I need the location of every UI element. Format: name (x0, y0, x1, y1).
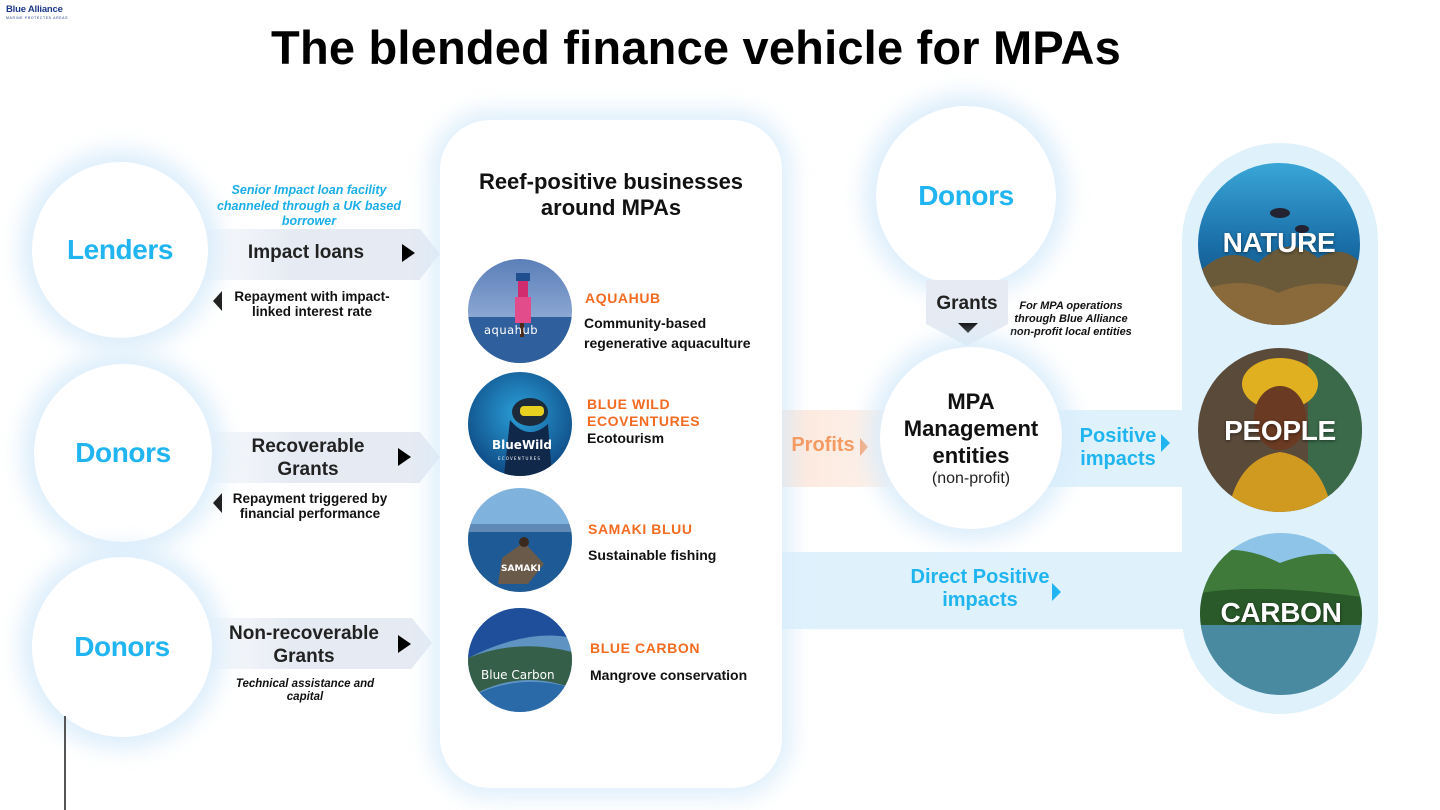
positive-impacts-arrow-icon (1161, 434, 1170, 452)
bluewild-name: BLUE WILD ECOVENTURES (587, 396, 701, 429)
blue-alliance-logo: Blue Alliance MARINE PROTECTED AREAS (6, 4, 76, 20)
non-recoverable-grants-band (210, 618, 412, 669)
grants-note: For MPA operations through Blue Alliance… (1010, 300, 1132, 338)
bluewild-photo-icon (468, 372, 572, 476)
mpa-subtitle: (non-profit) (931, 470, 1011, 487)
donors-non-recoverable-circle: Donors (32, 557, 212, 737)
donors-non-recoverable-label: Donors (74, 631, 170, 662)
non-recoverable-grants-label: Non-recoverable Grants (229, 623, 379, 667)
nature-reef-icon (1198, 163, 1360, 325)
people-label: PEOPLE (1224, 415, 1336, 446)
grants-label: Grants (936, 293, 998, 314)
mpa-management-circle: MPA Management entities (non-profit) (880, 347, 1062, 529)
profits-label: Profits (791, 434, 855, 456)
impact-loans-band-tip (420, 229, 440, 279)
repayment-triggered-arrow-icon (213, 493, 222, 513)
samaki-image: SAMAKI (468, 488, 572, 592)
impact-loans-arrow-icon (402, 244, 415, 262)
carbon-label: CARBON (1220, 597, 1342, 628)
bluecarbon-photo-icon (468, 608, 572, 712)
positive-impacts-band (1040, 410, 1182, 487)
nature-image (1198, 163, 1360, 325)
impact-loans-band (206, 229, 420, 280)
profits-arrow-icon (860, 438, 868, 456)
recoverable-grants-band (210, 432, 420, 483)
lenders-label: Lenders (66, 234, 174, 265)
vertical-divider-line (64, 716, 66, 810)
grants-arrow-icon (958, 323, 978, 333)
mpa-title: MPA Management entities (903, 389, 1039, 468)
carbon-image (1200, 533, 1362, 695)
recoverable-grants-label: Recoverable Grants (251, 436, 365, 480)
repayment-arrow-icon (213, 291, 222, 311)
bluewild-desc: Ecotourism (587, 430, 665, 446)
grants-band-tip (926, 324, 1008, 346)
bluecarbon-image: Blue Carbon (468, 608, 572, 712)
lenders-circle: Lenders (32, 162, 208, 338)
recoverable-grants-arrow-icon (398, 448, 411, 466)
right-donors-circle: Donors (876, 106, 1056, 286)
logo-tagline: MARINE PROTECTED AREAS (6, 16, 69, 20)
repayment-triggered-note: Repayment triggered by financial perform… (232, 491, 388, 521)
senior-loan-note: Senior Impact loan facility channeled th… (216, 183, 402, 228)
bluecarbon-image-text: Blue Carbon (481, 668, 555, 682)
aquahub-image: aquahub (468, 259, 572, 363)
aquahub-name: AQUAHUB (585, 290, 661, 306)
non-recoverable-grants-arrow-icon (398, 635, 411, 653)
samaki-name: SAMAKI BLUU (588, 521, 693, 537)
logo-name: Blue Alliance (6, 4, 63, 15)
technical-assistance-note: Technical assistance and capital (235, 678, 375, 703)
grants-band (926, 280, 1008, 324)
recoverable-grants-band-tip (420, 432, 440, 482)
page-title: The blended finance vehicle for MPAs (271, 21, 1121, 74)
center-card-title: Reef-positive businesses around MPAs (478, 169, 744, 220)
direct-impacts-arrow-icon (1052, 583, 1061, 601)
repayment-note: Repayment with impact-linked interest ra… (234, 289, 390, 319)
bluecarbon-name: BLUE CARBON (590, 640, 701, 656)
aquahub-photo-icon (468, 259, 572, 363)
samaki-desc: Sustainable fishing (588, 547, 717, 563)
bluecarbon-desc: Mangrove conservation (590, 667, 748, 683)
donors-recoverable-circle: Donors (34, 364, 212, 542)
aquahub-desc: Community-based regenerative aquaculture (584, 315, 751, 351)
bluewild-image: BlueWild ECOVENTURES (468, 372, 572, 476)
donors-recoverable-label: Donors (75, 437, 171, 468)
bluewild-image-text: BlueWild (492, 438, 552, 452)
samaki-photo-icon (468, 488, 572, 592)
positive-impacts-label: Positive impacts (1079, 425, 1157, 470)
direct-positive-impacts-label: Direct Positive impacts (910, 566, 1050, 611)
samaki-image-text: SAMAKI (501, 564, 541, 574)
carbon-mangrove-icon (1200, 533, 1362, 695)
aquahub-image-text: aquahub (484, 323, 539, 337)
right-donors-label: Donors (918, 180, 1014, 211)
direct-impacts-band (782, 552, 1184, 629)
non-recoverable-grants-band-tip (412, 618, 432, 668)
nature-label: NATURE (1222, 227, 1336, 258)
impact-loans-label: Impact loans (247, 242, 365, 263)
bluewild-image-subtext: ECOVENTURES (498, 456, 542, 461)
